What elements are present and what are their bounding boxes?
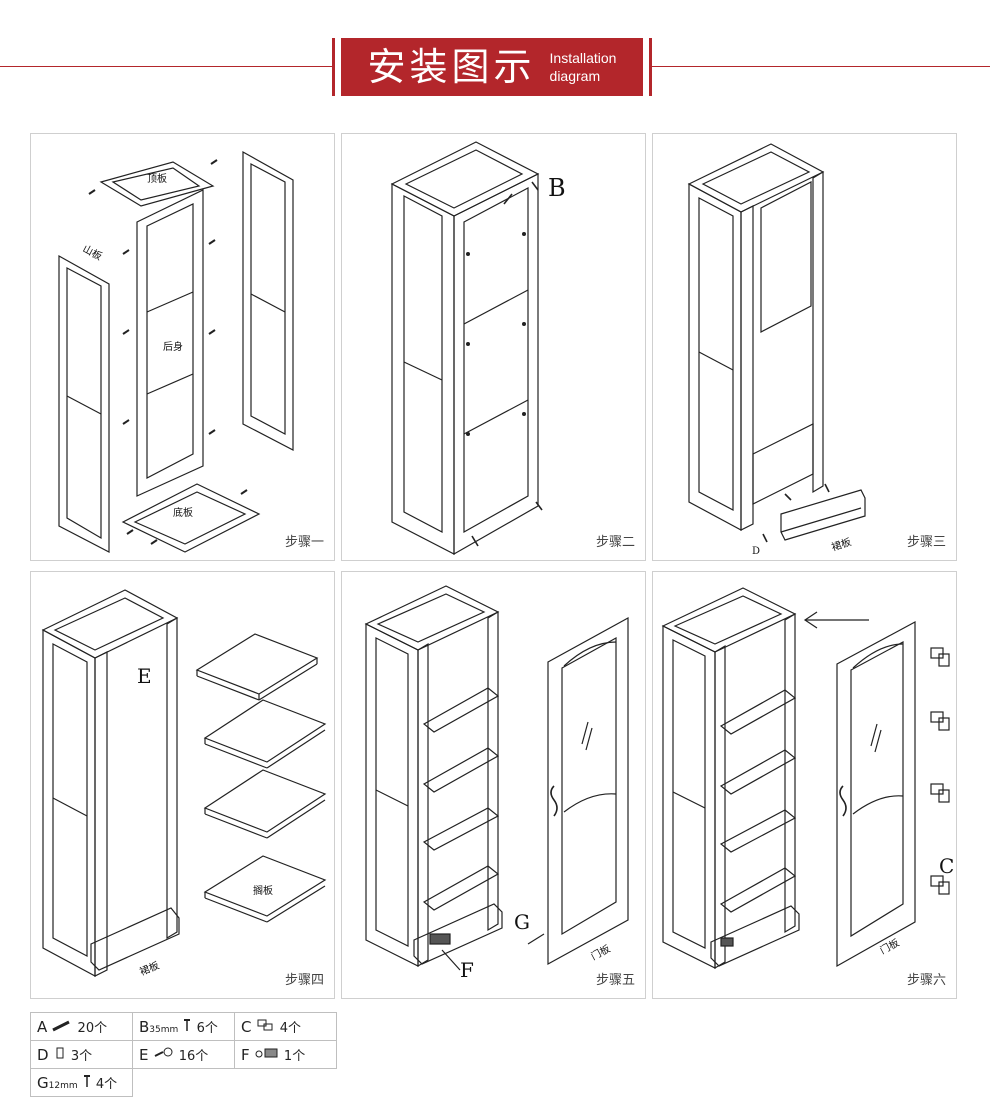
header-rule-left	[0, 66, 332, 67]
callout-c: C	[939, 854, 955, 878]
callout-f: F	[460, 958, 474, 982]
part-c: C 4个	[234, 1012, 337, 1041]
label-top-panel: 顶板	[147, 174, 167, 185]
step-2-label: 步骤二	[595, 535, 635, 550]
step-3-label: 步骤三	[906, 535, 946, 550]
header-rule-right	[652, 66, 990, 67]
shelf-pin-icon	[56, 1047, 64, 1059]
callout-e: E	[137, 664, 152, 688]
step-1-panel: 顶板 山板 后身 底板 步骤一	[30, 133, 335, 561]
step-3-panel: D 裙板 步骤三	[652, 133, 957, 561]
step-2-panel: B 步骤二	[341, 133, 646, 561]
parts-row: G12mm 4个	[30, 1068, 337, 1097]
part-g: G12mm 4个	[30, 1068, 133, 1097]
label-bottom-panel: 底板	[173, 508, 193, 519]
step-2-drawing	[390, 141, 543, 556]
step-6-panel: C 门板 步骤六	[652, 571, 957, 999]
part-e: E 16个	[132, 1040, 235, 1069]
step-5-panel: G F 门板 步骤五	[341, 571, 646, 999]
part-a: A 20个	[30, 1012, 133, 1041]
dowel-icon	[52, 1020, 71, 1032]
hinge-icon	[257, 1019, 273, 1031]
part-f: F 1个	[234, 1040, 337, 1069]
step-1-label: 步骤一	[284, 535, 324, 550]
part-d: D 3个	[30, 1040, 133, 1069]
part-b: B35mm 6个	[132, 1012, 235, 1041]
latch-icon	[255, 1048, 278, 1058]
label-shelf: 搁板	[253, 886, 273, 897]
step-5-label: 步骤五	[595, 973, 635, 988]
screw-icon	[184, 1019, 191, 1031]
parts-list-table: A 20个 B35mm 6个 C 4个 D 3个 E 16个 F 1个	[30, 1012, 337, 1097]
step-6-drawing	[661, 587, 950, 970]
step-4-label: 步骤四	[284, 973, 324, 988]
callout-d: D	[752, 546, 761, 557]
step-1-drawing	[58, 150, 294, 553]
parts-row: A 20个 B35mm 6个 C 4个	[30, 1012, 337, 1041]
parts-row: D 3个 E 16个 F 1个	[30, 1040, 337, 1069]
callout-g: G	[514, 910, 530, 934]
step-5-drawing	[364, 585, 629, 971]
cam-lock-icon	[154, 1047, 173, 1057]
screw-icon	[83, 1075, 90, 1087]
callout-b: B	[548, 174, 566, 202]
step-6-label: 步骤六	[906, 973, 946, 988]
step-4-panel: E 搁板 裙板 步骤四	[30, 571, 335, 999]
step-3-drawing	[687, 143, 866, 543]
title-cn: 安装图示	[367, 45, 536, 89]
step-4-drawing	[41, 589, 327, 978]
label-back-panel: 后身	[163, 342, 183, 353]
